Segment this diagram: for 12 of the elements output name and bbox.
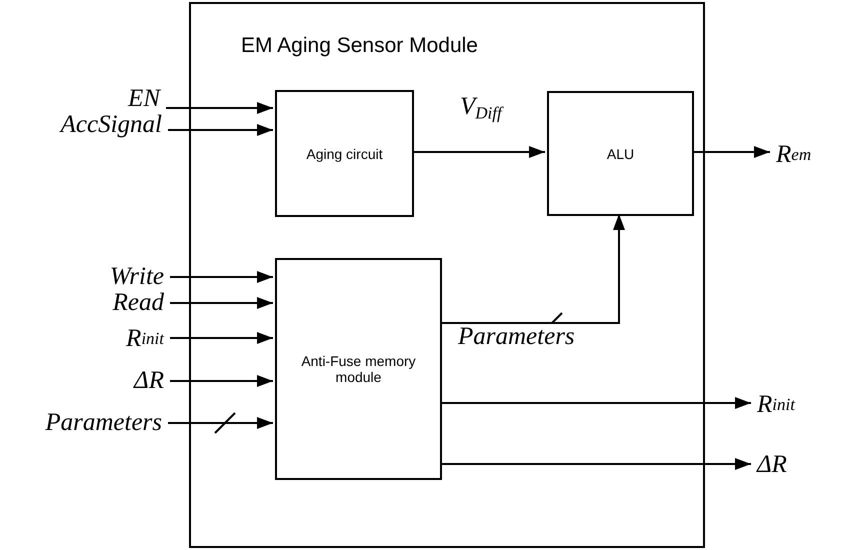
signal-label: Parameters: [4, 408, 162, 436]
block-box: Aging circuit: [275, 90, 414, 217]
signal-label: ΔR: [757, 450, 817, 478]
signal-label: EN: [4, 84, 160, 112]
signal-label: Write: [4, 262, 164, 290]
block-box: ALU: [547, 91, 694, 216]
module-title: EM Aging Sensor Module: [241, 34, 478, 58]
module-boundary: [189, 2, 705, 548]
signal-label: Read: [4, 288, 164, 316]
signal-label: ΔR: [4, 366, 164, 394]
block-box: Anti-Fuse memory module: [275, 258, 442, 480]
signal-label: AccSignal: [4, 110, 162, 138]
